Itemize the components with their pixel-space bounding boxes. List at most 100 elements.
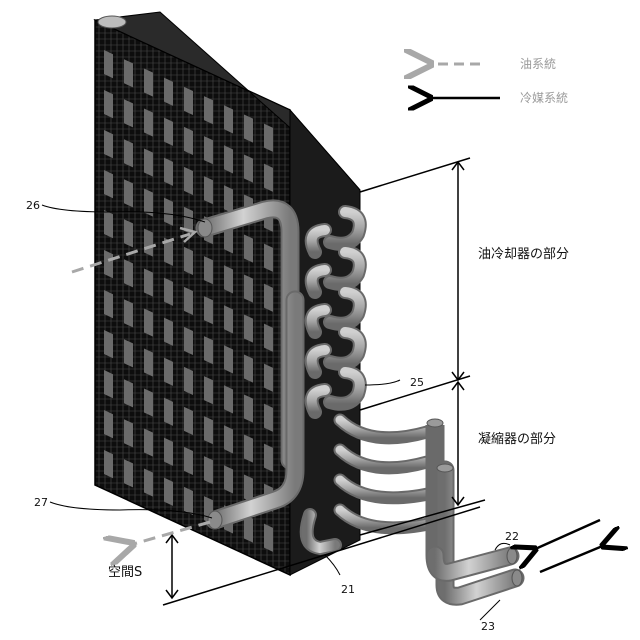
core-tube-slot bbox=[164, 318, 173, 346]
core-top-cap bbox=[98, 16, 126, 28]
core-tube-slot bbox=[144, 308, 153, 336]
core-tube-slot bbox=[104, 130, 113, 158]
core-tube-slot bbox=[144, 68, 153, 96]
leader-25 bbox=[365, 380, 400, 385]
core-tube-slot bbox=[184, 287, 193, 315]
core-tube-slot bbox=[124, 179, 133, 207]
core-tube-slot bbox=[184, 87, 193, 115]
core-tube-slot bbox=[204, 296, 213, 324]
core-tube-slot bbox=[104, 90, 113, 118]
core-tube-slot bbox=[124, 339, 133, 367]
core-tube-slot bbox=[144, 388, 153, 416]
core-tube-slot bbox=[164, 198, 173, 226]
core-tube-slot bbox=[264, 324, 273, 352]
core-tube-slot bbox=[184, 487, 193, 515]
core-tube-slot bbox=[244, 274, 253, 302]
core-tube-slot bbox=[104, 450, 113, 478]
core-tube-slot bbox=[124, 219, 133, 247]
core-tube-slot bbox=[104, 410, 113, 438]
core-tube-slot bbox=[204, 376, 213, 404]
core-tube-slot bbox=[144, 468, 153, 496]
core-tube-slot bbox=[264, 124, 273, 152]
core-tube-slot bbox=[104, 210, 113, 238]
legend-refrigerant-label: 冷媒系統 bbox=[520, 91, 568, 105]
core-tube-slot bbox=[264, 444, 273, 472]
core-tube-slot bbox=[104, 330, 113, 358]
core-tube-slot bbox=[264, 244, 273, 272]
leader-23 bbox=[480, 600, 500, 620]
callout-23: 23 bbox=[481, 620, 495, 633]
core-tube-slot bbox=[264, 404, 273, 432]
core-tube-slot bbox=[104, 50, 113, 78]
core-tube-slot bbox=[184, 447, 193, 475]
core-tube-slot bbox=[264, 284, 273, 312]
core-tube-slot bbox=[244, 394, 253, 422]
core-tube-slot bbox=[184, 167, 193, 195]
core-tube-slot bbox=[124, 59, 133, 87]
core-tube-slot bbox=[184, 407, 193, 435]
core-tube-slot bbox=[224, 265, 233, 293]
callout-25: 25 bbox=[410, 376, 424, 389]
core-tube-slot bbox=[124, 299, 133, 327]
core-tube-slot bbox=[224, 105, 233, 133]
core-tube-slot bbox=[124, 139, 133, 167]
condenser-section-label: 凝縮器の部分 bbox=[478, 431, 556, 447]
core-tube-slot bbox=[244, 434, 253, 462]
dim-top-line bbox=[360, 158, 470, 192]
core-tube-slot bbox=[124, 99, 133, 127]
core-tube-slot bbox=[164, 278, 173, 306]
core-tube-slot bbox=[224, 385, 233, 413]
core-tube-slot bbox=[164, 398, 173, 426]
refrigerant-out-arrow bbox=[540, 545, 605, 572]
core-tube-slot bbox=[104, 250, 113, 278]
core-tube-slot bbox=[204, 336, 213, 364]
legend-oil-label: 油系統 bbox=[520, 57, 556, 71]
callout-22: 22 bbox=[505, 530, 519, 543]
refrigerant-in-arrow bbox=[533, 520, 600, 550]
header-22-cap bbox=[427, 419, 443, 427]
core-tube-slot bbox=[224, 305, 233, 333]
core-tube-slot bbox=[164, 158, 173, 186]
leader-21 bbox=[325, 555, 340, 575]
core-tube-slot bbox=[224, 185, 233, 213]
core-tube-slot bbox=[184, 327, 193, 355]
header-23-cap bbox=[437, 464, 453, 472]
core-tube-slot bbox=[204, 136, 213, 164]
core-tube-slot bbox=[264, 524, 273, 552]
core-tube-slot bbox=[244, 154, 253, 182]
core-tube-slot bbox=[164, 358, 173, 386]
core-tube-slot bbox=[244, 234, 253, 262]
core-tube-slot bbox=[164, 78, 173, 106]
core-tube-slot bbox=[124, 459, 133, 487]
core-tube-slot bbox=[224, 425, 233, 453]
core-tube-slot bbox=[264, 364, 273, 392]
core-tube-slot bbox=[124, 419, 133, 447]
core-tube-slot bbox=[184, 127, 193, 155]
core-tube-slot bbox=[244, 314, 253, 342]
callout-27: 27 bbox=[34, 496, 48, 509]
pipe-23-end bbox=[512, 570, 522, 586]
pipe-27-end bbox=[208, 511, 222, 529]
core-tube-slot bbox=[264, 164, 273, 192]
core-tube-slot bbox=[104, 290, 113, 318]
core-tube-slot bbox=[204, 416, 213, 444]
core-tube-slot bbox=[224, 465, 233, 493]
core-tube-slot bbox=[244, 114, 253, 142]
core-tube-slot bbox=[204, 96, 213, 124]
pipe-22-end bbox=[507, 548, 517, 564]
core-tube-slot bbox=[204, 256, 213, 284]
core-tube-slot bbox=[144, 428, 153, 456]
core-tube-slot bbox=[144, 148, 153, 176]
core-tube-slot bbox=[184, 247, 193, 275]
oil-cooler-section-label: 油冷却器の部分 bbox=[478, 247, 569, 262]
core-tube-slot bbox=[184, 367, 193, 395]
core-tube-slot bbox=[144, 108, 153, 136]
callout-21: 21 bbox=[341, 583, 355, 596]
core-tube-slot bbox=[164, 438, 173, 466]
core-tube-slot bbox=[124, 259, 133, 287]
core-tube-slot bbox=[204, 176, 213, 204]
core-tube-slot bbox=[104, 370, 113, 398]
core-tube-slot bbox=[164, 118, 173, 146]
